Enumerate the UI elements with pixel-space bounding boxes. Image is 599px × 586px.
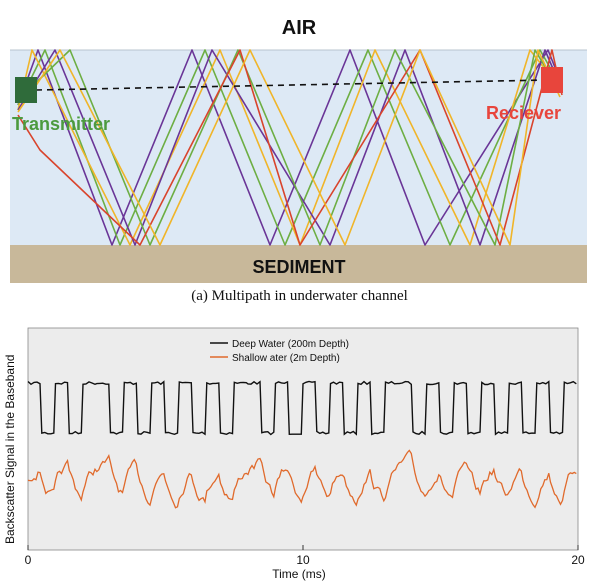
- backscatter-chart: Deep Water (200m Depth) Shallow ater (2m…: [3, 327, 585, 581]
- multipath-ray: [17, 49, 563, 246]
- legend-label-deep: Deep Water (200m Depth): [232, 339, 349, 350]
- multipath-ray: [17, 49, 561, 246]
- multipath-paths: [17, 49, 563, 246]
- transmitter-label: Transmitter: [12, 114, 110, 134]
- multipath-diagram: AIR SEDIMENT Transmitter Reciever: [10, 0, 587, 283]
- x-axis-label: Time (ms): [272, 567, 326, 581]
- legend: Deep Water (200m Depth) Shallow ater (2m…: [205, 334, 395, 364]
- legend-box: [205, 334, 395, 364]
- sediment-label: SEDIMENT: [252, 257, 345, 277]
- signal-lines: [27, 380, 577, 509]
- legend-label-shallow: Shallow ater (2m Depth): [232, 353, 340, 364]
- x-tick-label: 10: [296, 553, 310, 567]
- multipath-ray: [17, 49, 561, 246]
- transmitter-node: [15, 77, 37, 103]
- sediment-region: [10, 245, 587, 283]
- air-region: [10, 0, 587, 50]
- multipath-ray: [17, 49, 561, 246]
- plot-area: [27, 327, 579, 551]
- multipath-ray: [17, 49, 563, 246]
- caption-a: (a) Multipath in underwater channel: [191, 288, 408, 304]
- receiver-node: [541, 67, 563, 93]
- direct-path-line: [35, 79, 549, 91]
- y-axis-label: Backscatter Signal in the Baseband: [3, 355, 17, 544]
- x-tick-label: 20: [571, 553, 585, 567]
- series-line-deep-water: [27, 380, 577, 436]
- air-label: AIR: [282, 17, 317, 39]
- series-line-shallow-water: [27, 449, 577, 509]
- x-tick-label: 0: [25, 553, 32, 567]
- x-axis-ticks: 0 10 20: [25, 545, 585, 567]
- receiver-label: Reciever: [486, 103, 561, 123]
